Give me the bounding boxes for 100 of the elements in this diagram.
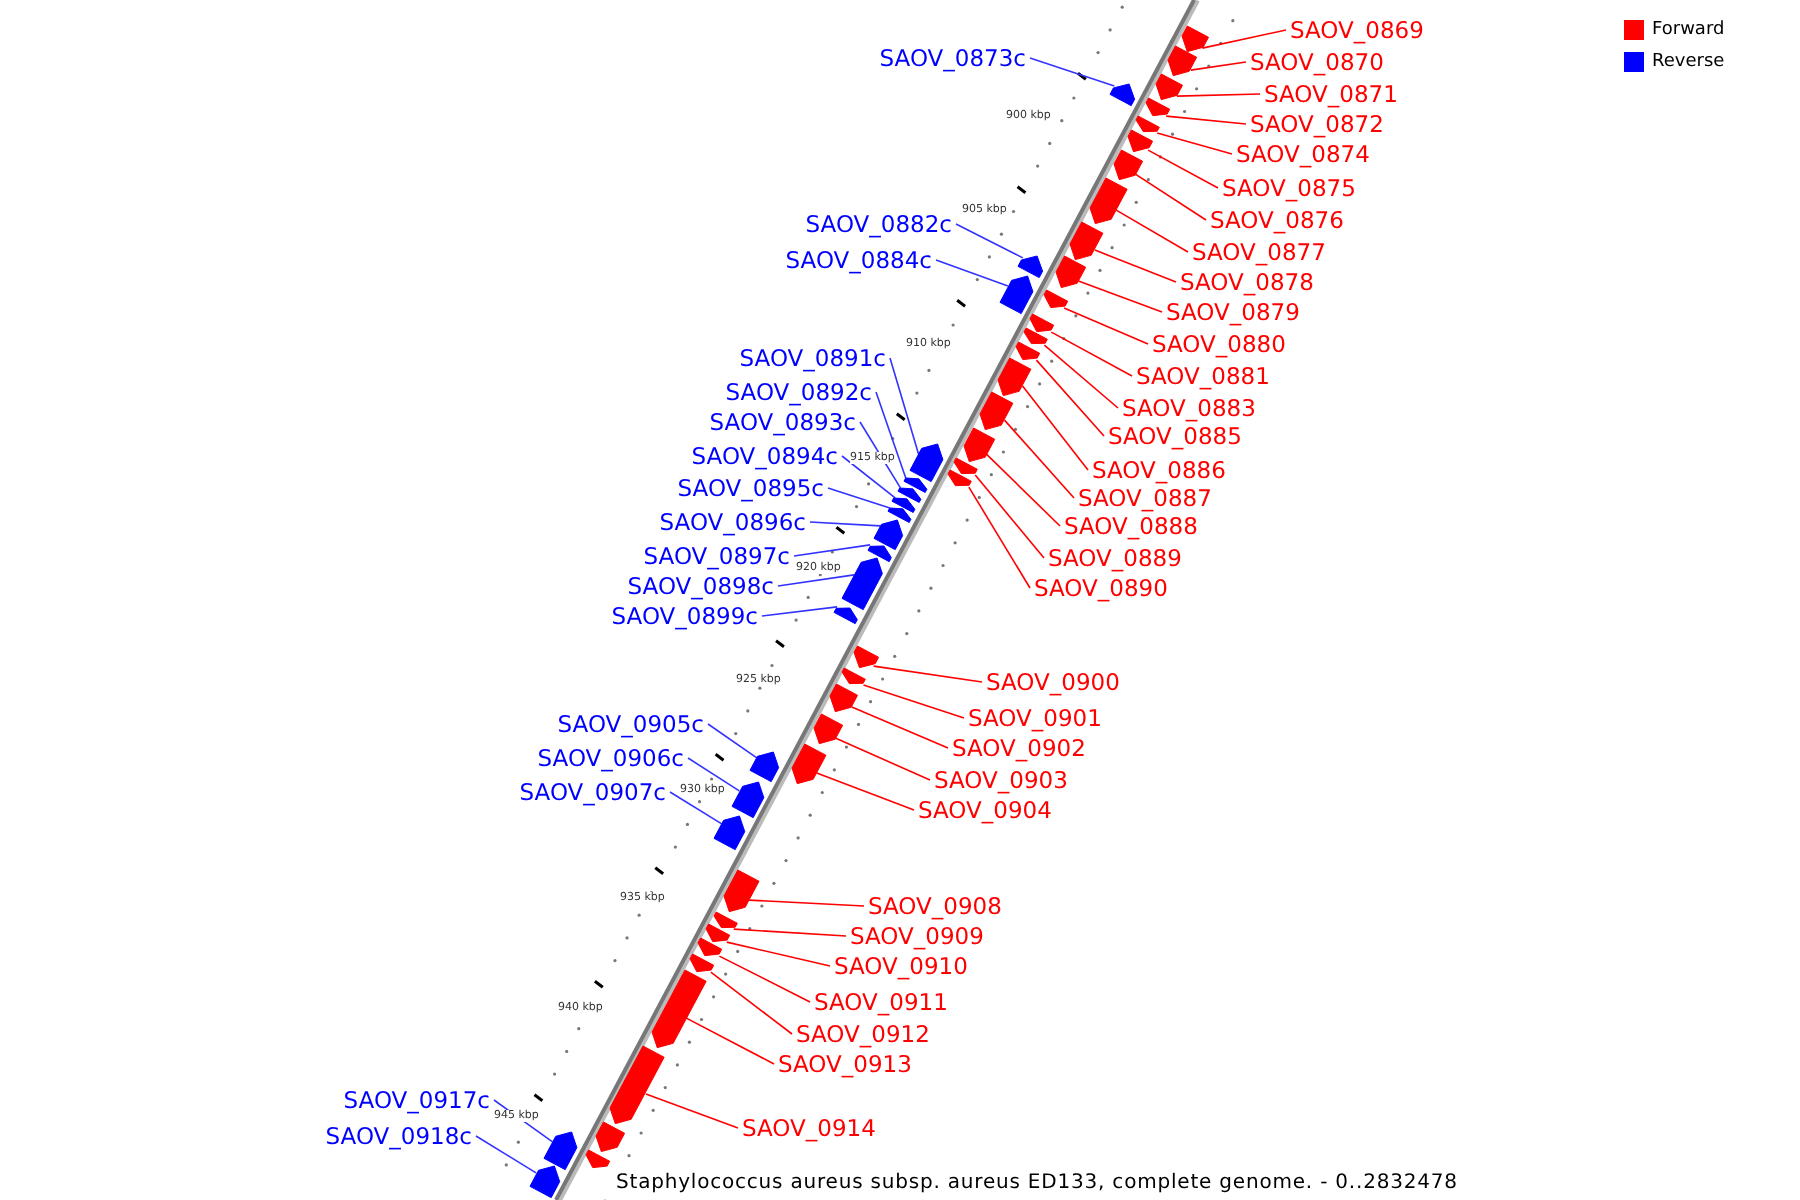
reverse-gene-block [892,498,916,514]
gene-label: SAOV_0879 [1166,298,1300,326]
forward-gene-block [690,954,714,973]
leader-line [872,665,983,683]
gene-label: SAOV_0877 [1192,238,1326,266]
forward-gene-block [813,714,842,745]
gene-label: SAOV_0894c [691,442,838,470]
leader-line [815,772,915,811]
gene-label: SAOV_0885 [1108,422,1242,450]
gene-label: SAOV_0918c [325,1122,472,1150]
leader-line [1201,29,1287,49]
leader-line [1003,419,1075,499]
gene-label: SAOV_0901 [968,704,1102,732]
reverse-gene-block [841,557,883,610]
gene-label: SAOV_0896c [659,508,806,536]
forward-gene-block [1155,74,1183,101]
forward-gene-block [713,912,737,929]
leader-line [985,453,1061,527]
reverse-gene-block [867,545,891,562]
forward-gene-block [1043,290,1068,309]
gene-label: SAOV_0903 [934,766,1068,794]
leader-line [685,1017,775,1065]
gene-label: SAOV_0869 [1290,16,1424,44]
leader-line [1021,385,1089,471]
forward-gene-block [948,470,972,487]
forward-gene-block [1030,314,1055,333]
legend-label: Reverse [1652,52,1725,74]
leader-line [1115,209,1189,253]
leader-line [889,357,920,455]
leader-line [1077,280,1163,313]
leader-line [710,971,793,1035]
forward-gene-block [651,970,706,1049]
caption: Staphylococcus aureus subsp. aureus ED133, complete genome. - 0..2832478 [612,1172,1462,1194]
forward-gene-block [596,1122,625,1153]
forward-gene-block [1070,222,1104,261]
gene-label: SAOV_0897c [643,542,790,570]
gene-label: SAOV_0906c [537,744,684,772]
gene-label: SAOV_0910 [834,952,968,980]
forward-gene-block [1113,150,1142,181]
gene-label: SAOV_0884c [785,246,932,274]
leader-line [827,487,891,509]
reverse-gene-block [1018,255,1044,278]
leader-line [1029,57,1116,87]
forward-gene-block [1168,46,1198,77]
gene-label: SAOV_0878 [1180,268,1314,296]
forward-gene-block [954,458,978,475]
leader-line [1176,93,1261,97]
gene-label: SAOV_0892c [725,378,872,406]
forward-gene-block [610,1046,666,1125]
reverse-gene-block [887,508,911,524]
gene-label: SAOV_0872 [1250,110,1384,138]
leader-line [1063,307,1149,345]
gene-label: SAOV_0905c [557,710,704,738]
gene-label: SAOV_0913 [778,1050,912,1078]
reverse-gene-block [714,815,745,850]
leader-line [732,928,847,937]
leader-line [726,941,831,967]
forward-gene-block [1136,116,1160,133]
reverse-gene-block [834,607,858,624]
gene-label: SAOV_0898c [627,572,774,600]
gene-label: SAOV_0891c [739,344,886,372]
reverse-gene-block [1110,83,1135,106]
leader-line [761,606,838,617]
leader-line [493,1099,554,1143]
leader-line [1147,149,1219,189]
gene-label: SAOV_0895c [677,474,824,502]
forward-gene-block [853,646,878,669]
gene-label: SAOV_0870 [1250,48,1384,76]
leader-line [1156,132,1233,155]
leader-line [935,259,1009,287]
gene-label: SAOV_0871 [1264,80,1398,108]
leader-line [1165,115,1247,125]
reverse-gene-block [999,275,1033,314]
leader-line [851,706,949,749]
leader-line [968,486,1031,589]
reverse-gene-block [750,751,780,782]
gene-label: SAOV_0914 [742,1114,876,1142]
gene-label: SAOV_0875 [1222,174,1356,202]
leader-line [875,391,907,479]
gene-label: SAOV_0876 [1210,206,1344,234]
reverse-gene-block [731,781,764,818]
leader-line [793,544,871,557]
leader-line [841,455,896,499]
leader-line [809,521,882,527]
forward-gene-block [842,668,867,685]
gene-label: SAOV_0890 [1034,574,1168,602]
leader-line [834,737,931,781]
gene-label: SAOV_0908 [868,892,1002,920]
leader-line [1134,173,1207,221]
leader-line [1035,359,1105,437]
gene-label: SAOV_0880 [1152,330,1286,358]
gene-label: SAOV_0907c [519,778,666,806]
forward-gene-block [1127,130,1153,153]
forward-gene-block [1023,328,1048,345]
gene-label: SAOV_0873c [879,44,1026,72]
reverse-gene-block [544,1131,577,1170]
leader-line [748,899,865,907]
leader-line [1094,249,1177,283]
gene-label: SAOV_0874 [1236,140,1370,168]
leader-line [1043,344,1119,409]
